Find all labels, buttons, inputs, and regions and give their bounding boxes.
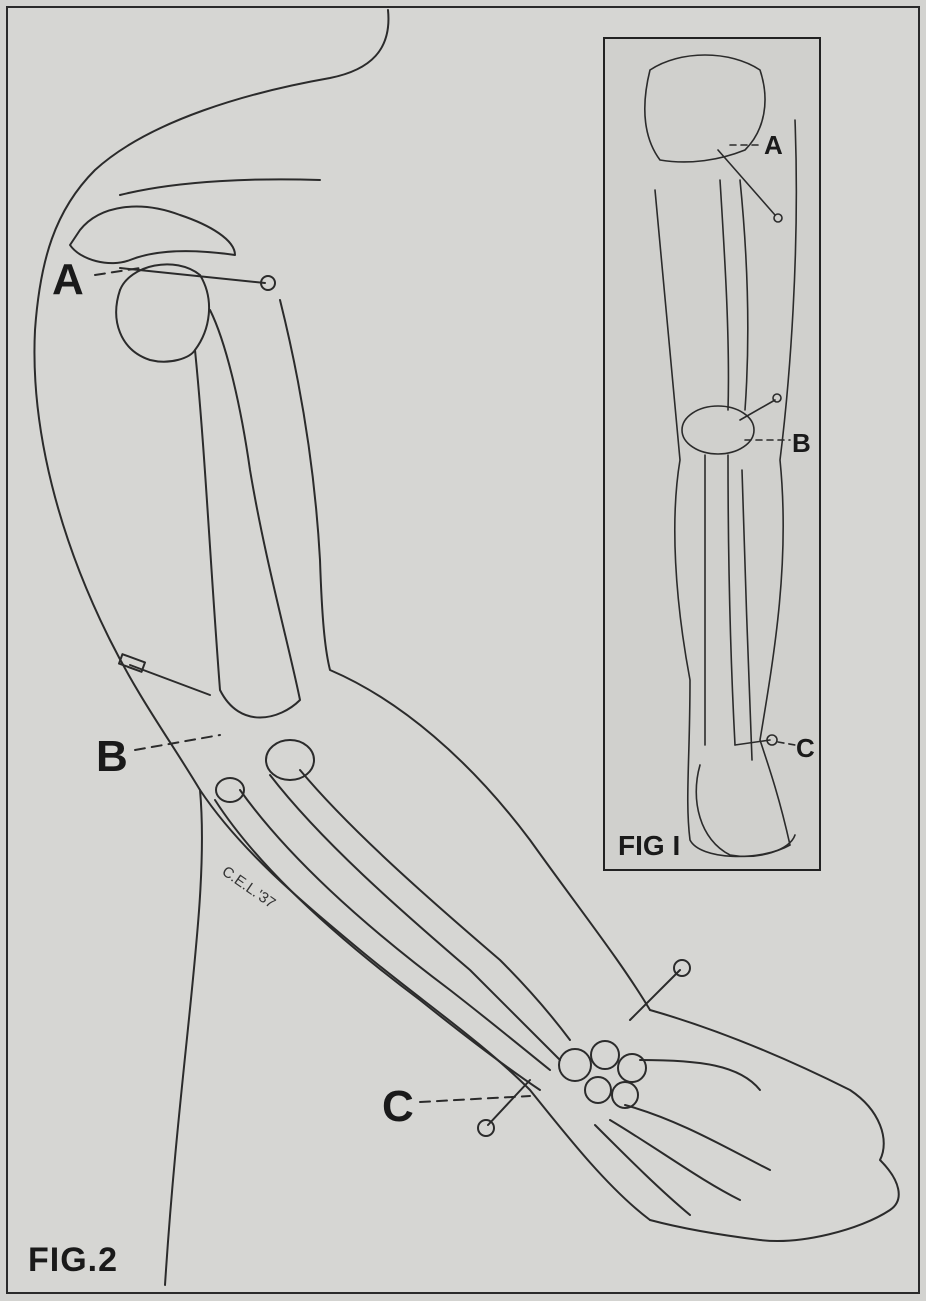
neck-outline [34, 10, 388, 1285]
fig2-label-a: A [52, 258, 84, 302]
arm-outer-edge [280, 300, 650, 1010]
fig2-label-c: C [382, 1085, 414, 1129]
fig1-label-a: A [764, 132, 783, 158]
clavicle [120, 179, 320, 195]
fig2-label-b: B [96, 735, 128, 779]
scapula [70, 207, 235, 264]
needle-c-upper [630, 970, 680, 1020]
fig1-label-c: C [796, 735, 815, 761]
needle-c-lower [488, 1080, 530, 1125]
hand-outline [650, 1010, 899, 1241]
fig1-caption: FIG I [618, 832, 680, 860]
humerus [120, 264, 300, 717]
radius [270, 775, 560, 1060]
fig2-caption: FIG.2 [28, 1243, 118, 1277]
fig1-label-b: B [792, 430, 811, 456]
ulna [215, 800, 540, 1090]
